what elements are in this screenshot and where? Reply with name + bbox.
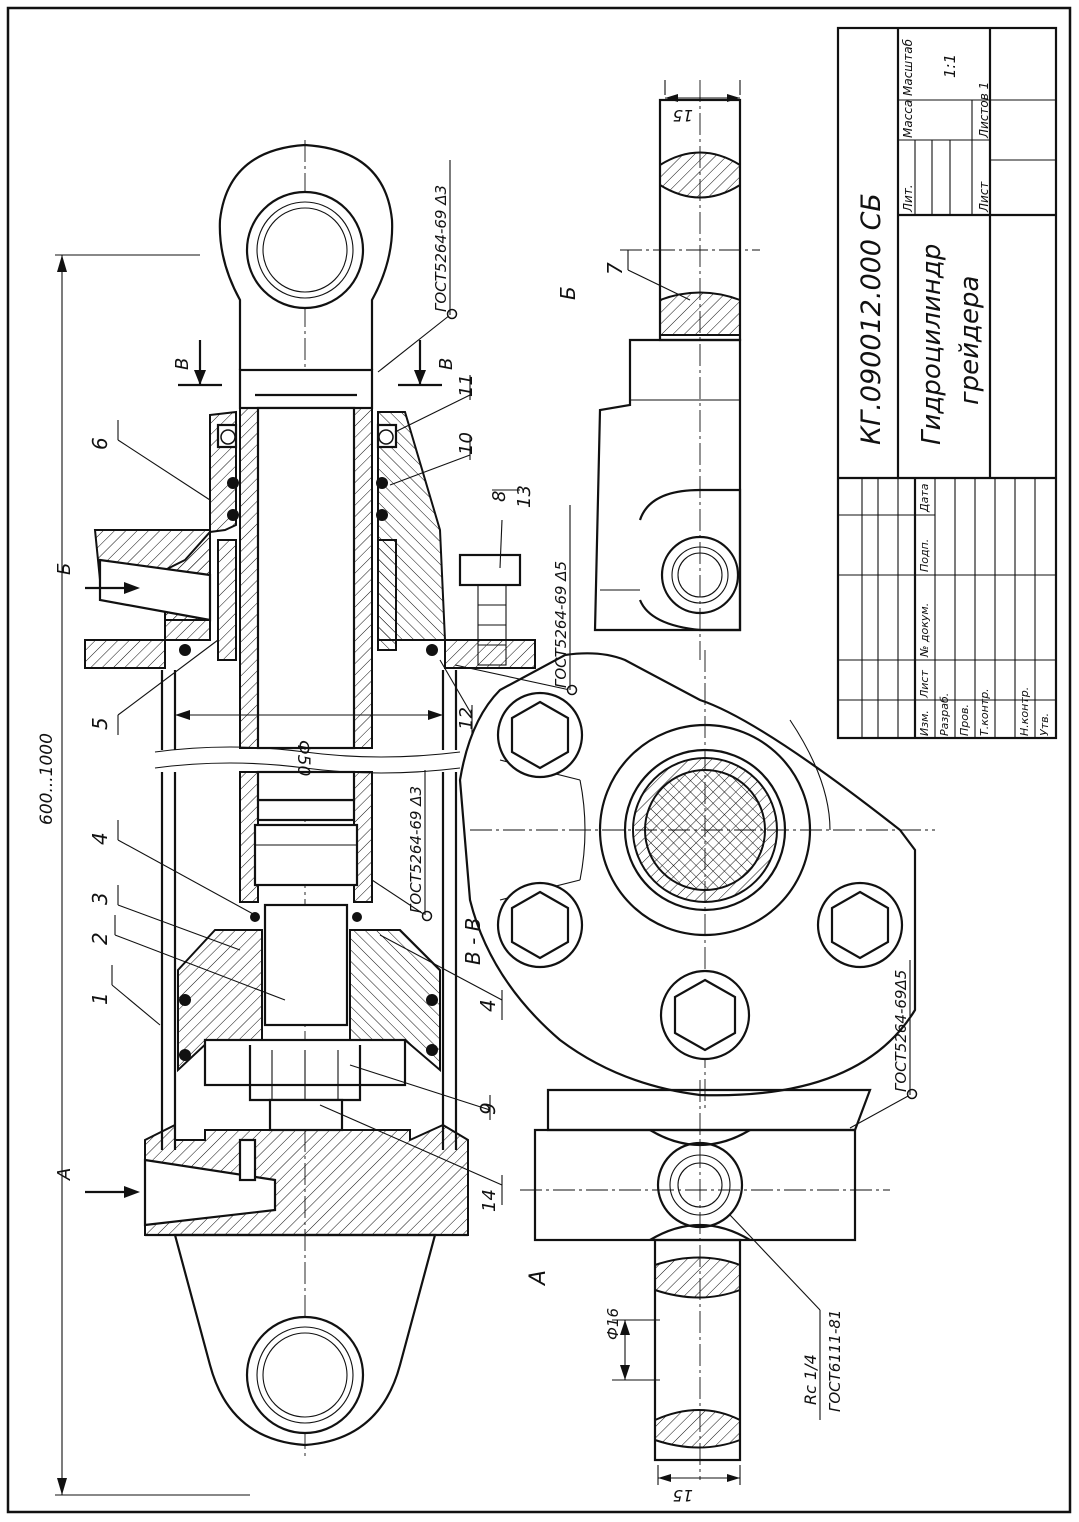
section-v-v: В - В <box>458 650 935 1110</box>
section-label: В - В <box>461 918 485 965</box>
bolt-head-top <box>496 691 584 779</box>
view-a: А Ф16 15 Rc 1/4 ГОСТ6111-81 <box>520 1080 890 1505</box>
drawing-name-line1: Гидроцилиндр <box>917 244 947 445</box>
col-scale: Масштаб <box>901 38 915 96</box>
weld-note-3: ГОСТ5264-69 Δ3 <box>407 786 425 913</box>
rev-date: Дата <box>918 483 931 513</box>
dim-length-text: 600...1000 <box>37 733 57 825</box>
callout-6: 6 <box>88 437 112 450</box>
scale-value: 1:1 <box>941 54 959 78</box>
rev-doc: № докум. <box>918 603 931 658</box>
callout-3: 3 <box>88 892 112 905</box>
rev-izm: Изм. <box>918 710 931 736</box>
length-dimension: 600...1000 <box>37 254 250 1496</box>
callout-5: 5 <box>88 717 112 730</box>
col-mass: Масса <box>901 100 915 138</box>
row-prov: Пров. <box>958 704 971 736</box>
bolt-head-bottom <box>659 969 751 1061</box>
sheet-frame <box>6 6 1072 1514</box>
callout-13: 13 <box>514 485 535 508</box>
callout-10: 10 <box>456 432 477 455</box>
weld-note-1: ГОСТ5264-69 Δ3 <box>432 185 450 312</box>
arrow-v-right: В <box>436 358 457 370</box>
cylinder-section <box>84 140 536 1460</box>
callout-4b: 4 <box>476 999 500 1012</box>
rev-sign: Подп. <box>918 539 931 572</box>
arrow-v-left: В <box>172 358 193 370</box>
drawing-name-line2: грейдера <box>955 276 985 405</box>
sheets-label: Листов 1 <box>977 82 991 139</box>
rev-list: Лист <box>918 670 931 699</box>
callout-1: 1 <box>88 992 112 1005</box>
callout-11: 11 <box>456 374 477 397</box>
designation: КГ.090012.000 СБ <box>856 193 887 445</box>
bolt-head-left <box>496 881 584 969</box>
row-tkontr: Т.контр. <box>978 688 991 736</box>
view-b-label: Б <box>556 286 580 300</box>
arrow-a-label: А <box>54 1168 75 1181</box>
title-block: КГ.090012.000 СБ Гидроцилиндр грейдера Л… <box>836 26 1058 740</box>
view-a-label: А <box>526 1270 551 1287</box>
dim-15-top: 15 <box>673 106 693 125</box>
sheet-label: Лист <box>977 181 991 213</box>
row-nkontr: Н.контр. <box>1018 687 1031 736</box>
row-utv: Утв. <box>1038 713 1051 736</box>
callouts: 1 2 3 4 4 5 6 7 8 13 9 10 11 <box>88 250 691 1212</box>
callout-12: 12 <box>456 707 477 730</box>
callout-4a: 4 <box>88 832 112 845</box>
bolt-head-right <box>816 881 904 969</box>
dim-d16: Ф16 <box>604 1308 622 1340</box>
view-markers: Б А В В <box>54 340 457 1198</box>
view-b: Б 15 <box>556 80 760 660</box>
callout-7: 7 <box>603 262 627 275</box>
callout-2: 2 <box>88 932 112 945</box>
dim-bore-text: Ф50 <box>293 740 313 776</box>
thread-size: Rc 1/4 <box>801 1354 820 1405</box>
dim-15-bottom: 15 <box>673 1486 693 1505</box>
callout-8: 8 <box>489 491 510 502</box>
callout-9: 9 <box>476 1102 500 1115</box>
row-razrab: Разраб. <box>938 693 951 736</box>
callout-14: 14 <box>479 1189 500 1212</box>
col-lit: Лит. <box>901 184 915 213</box>
weld-note-2: ГОСТ5264-69 Δ5 <box>552 561 570 688</box>
thread-standard: ГОСТ6111-81 <box>826 1310 844 1412</box>
arrow-b-label: Б <box>54 563 75 575</box>
